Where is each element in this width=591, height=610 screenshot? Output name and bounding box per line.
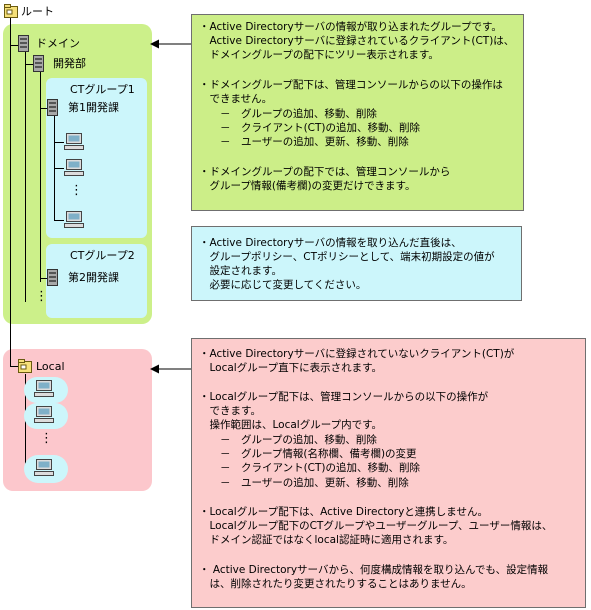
local-label: Local [36,360,65,373]
note-line: 設定されます。 [199,265,282,277]
note-line: ・ドメイングループの配下では、管理コンソールから [199,166,451,178]
tree-line [54,142,64,143]
ellipsis: ⋮ [40,431,53,446]
note-line: ・Localグループ配下は、管理コンソールからの以下の操作が [199,391,489,403]
arrow-left-icon [150,363,192,375]
root-label: ルート [21,5,54,18]
ct-group2-label: CTグループ2 [70,249,135,262]
note-line: ・Active Directoryサーバの情報が取り込まれたグループです。 [199,21,502,33]
computer-icon [64,133,84,151]
note-line: ドメイングループの配下にツリー表示されます。 [199,49,439,61]
note-line: ・Active Directoryサーバの情報を取り込んだ直後は、 [199,237,462,249]
note-line: できません。 [199,93,273,105]
tree-line [10,366,19,367]
note-line: － グループの追加、移動、削除 [199,108,377,120]
tree-line [54,168,64,169]
server-icon [47,269,58,286]
note-line: － グループの追加、移動、削除 [199,434,377,446]
tree-line [10,18,11,366]
note-line: Localグループ配下のCTグループやユーザーグループ、ユーザー情報は、 [199,520,553,532]
server-icon [18,35,29,52]
tree-line [54,220,64,221]
note-line: ・Active Directoryサーバに登録されていないクライアント(CT)が [199,348,515,360]
dev2-label: 第2開発課 [68,271,119,284]
server-icon [33,55,44,72]
tree-line [40,278,48,279]
computer-icon [34,459,54,477]
note-line: Active Directoryサーバに登録されているクライアント(CT)は、 [199,35,515,47]
arrow-left-icon [150,38,192,50]
note-local: ・Active Directoryサーバに登録されていないクライアント(CT)が… [191,338,586,608]
note-line: － クライアント(CT)の追加、移動、削除 [199,122,421,134]
note-line: グループ情報(備考欄)の変更だけできます。 [199,180,416,192]
dev1-label: 第1開発課 [68,101,119,114]
server-icon [47,99,58,116]
note-line: は、削除されたり変更されたりすることはありません。 [199,578,472,590]
note-policy: ・Active Directoryサーバの情報を取り込んだ直後は、 グループポリ… [191,226,522,301]
note-line: 必要に応じて変更してください。 [199,279,367,291]
note-line: ・Localグループ配下は、Active Directoryと連携しません。 [199,506,488,518]
note-ad-groups: ・Active Directoryサーバの情報が取り込まれたグループです。 Ac… [191,14,524,211]
note-line: できます。 [199,405,261,417]
computer-icon [64,159,84,177]
ct-group1-label: CTグループ1 [70,83,135,96]
note-line: － ユーザーの追加、更新、移動、削除 [199,136,409,148]
note-line: ドメイン認証ではなくlocal認証時に適用されます。 [199,534,454,546]
tree-line [25,64,34,65]
tree-line [10,45,19,46]
computer-icon [34,380,54,398]
folder-icon [18,359,32,373]
note-line: ・ドメイングループ配下は、管理コンソールからの以下の操作は [199,79,503,91]
note-line: － ユーザーの追加、更新、移動、削除 [199,477,409,489]
note-line: Localグループ直下に表示されます。 [199,362,383,374]
ellipsis: ⋮ [35,289,48,304]
note-line: ・ Active Directoryサーバから、何度構成情報を取り込んでも、設定… [199,564,549,576]
note-line: － グループ情報(名称欄、備考欄)の変更 [199,448,417,460]
tree-line [40,108,48,109]
note-line: 操作範囲は、Localグループ内です。 [199,419,383,431]
ct-group1-panel [46,78,147,238]
domain-label: ドメイン [36,37,80,50]
note-line: グループポリシー、CTポリシーとして、端末初期設定の値が [199,251,495,263]
tree-line [25,52,26,302]
dev-dept-label: 開発部 [53,57,86,70]
computer-icon [64,211,84,229]
folder-icon [4,4,18,18]
tree-line [40,72,41,282]
note-line: － クライアント(CT)の追加、移動、削除 [199,462,421,474]
computer-icon [34,406,54,424]
ct-group2-panel [46,244,147,318]
ellipsis: ⋮ [70,183,83,198]
